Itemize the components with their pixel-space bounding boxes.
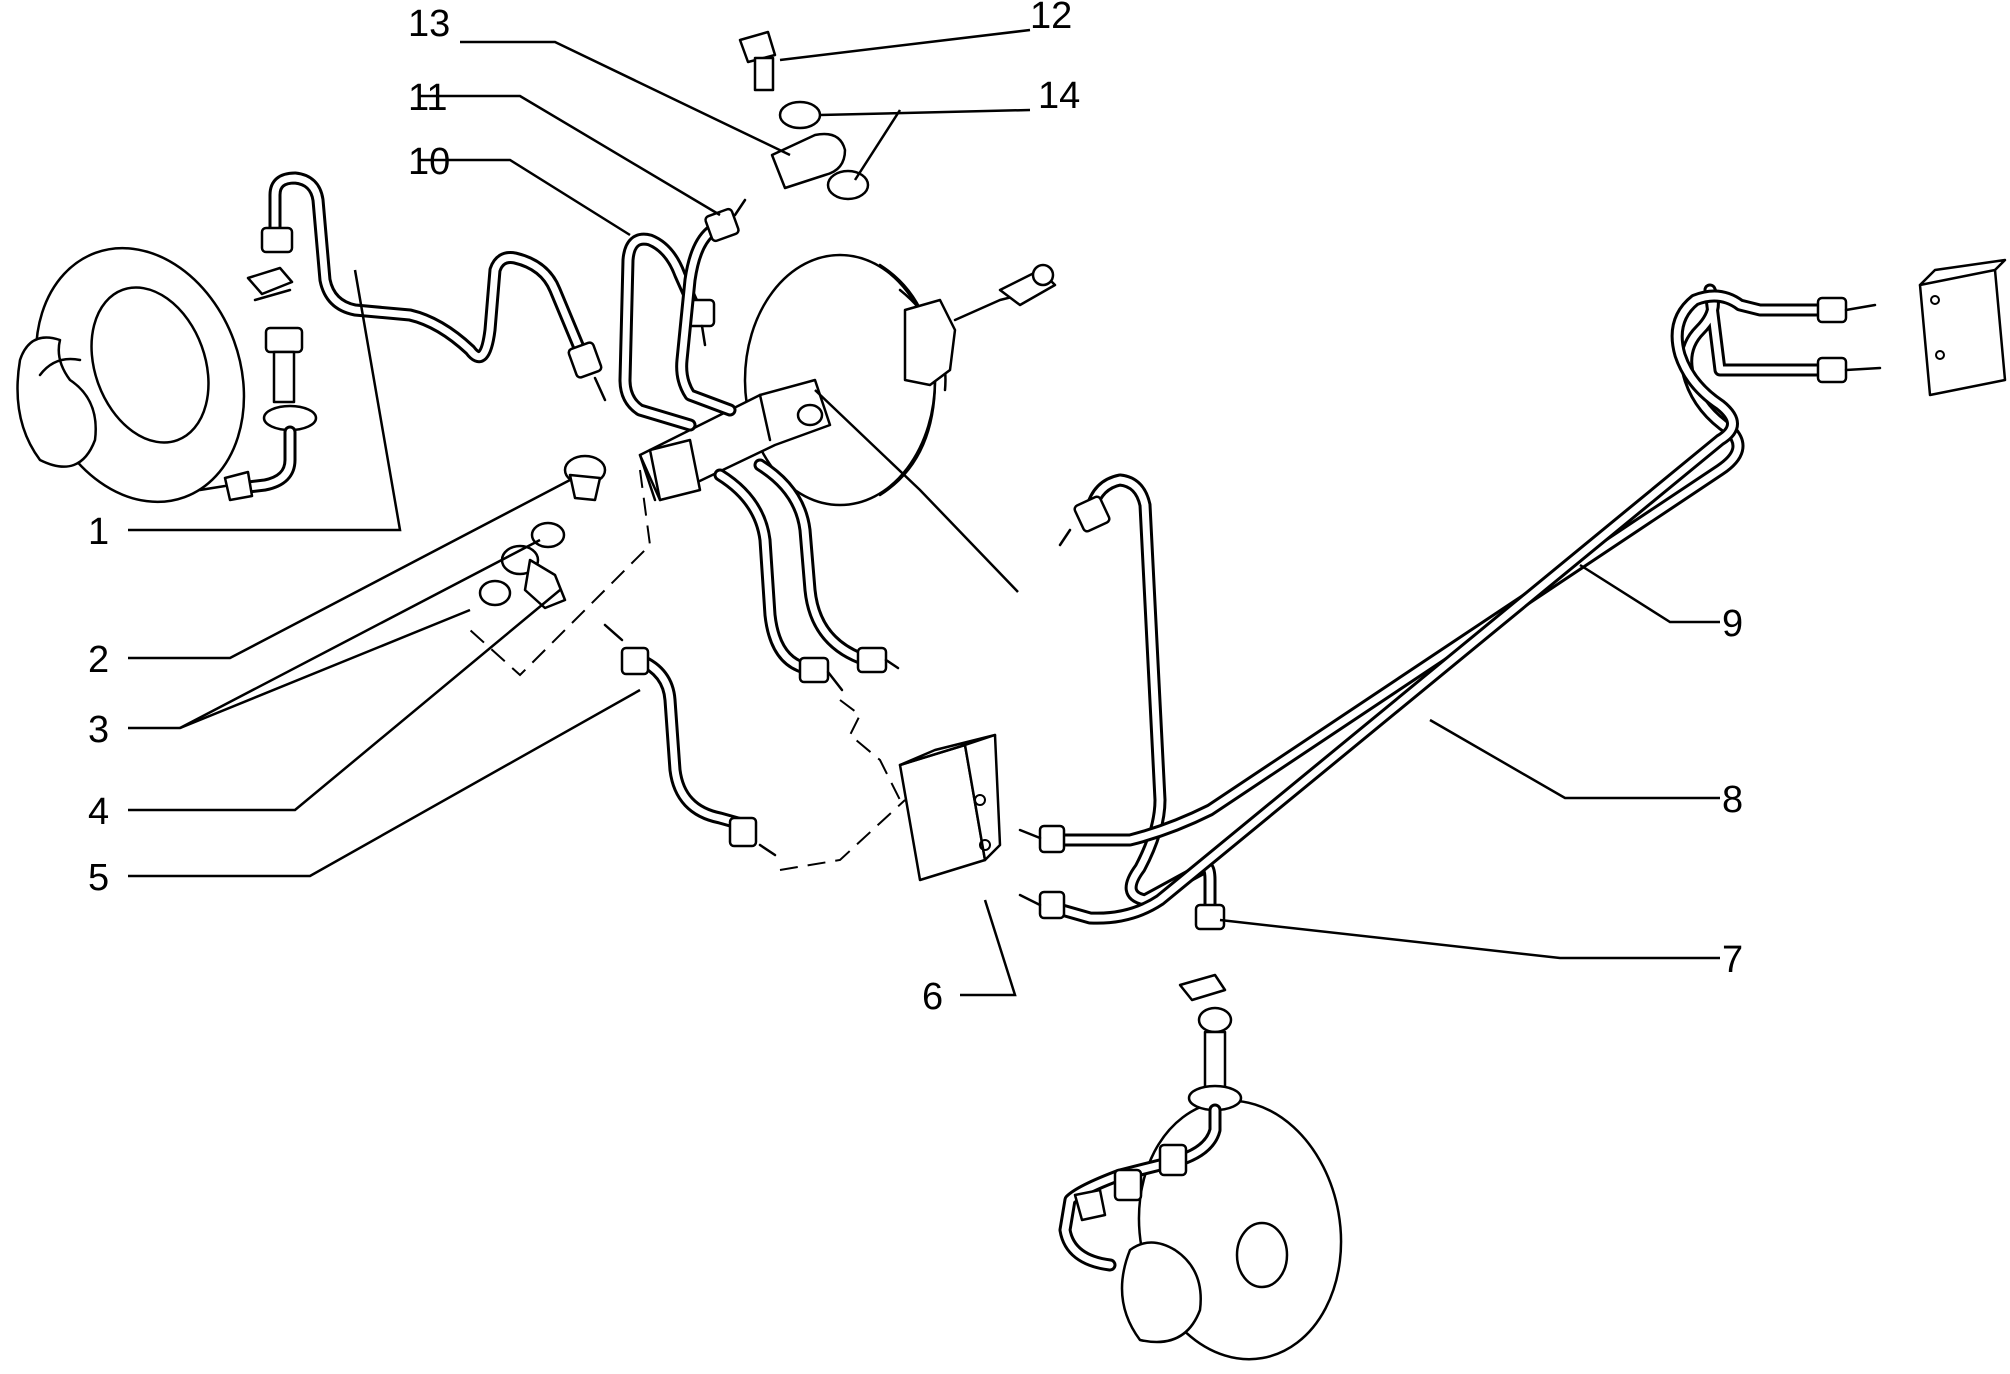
callout-14: 14 (1038, 75, 1080, 117)
pipe-11 (675, 198, 747, 417)
pipe-8 (1048, 283, 1827, 847)
leader-lines (128, 28, 1720, 997)
rear-block (1918, 258, 2007, 397)
dashed-guides (469, 469, 906, 871)
callout-4: 4 (88, 791, 109, 833)
callout-1: 1 (88, 511, 109, 553)
right-brake-disc (1120, 1099, 1343, 1361)
callout-2: 2 (88, 639, 109, 681)
pipe-5 (603, 623, 777, 857)
left-caliper-fitting (198, 266, 318, 502)
pipe-9 (1018, 289, 1882, 925)
master-cylinder (638, 378, 832, 502)
callout-7: 7 (1722, 939, 1743, 981)
callout-13: 13 (408, 3, 450, 45)
lower-pipes (713, 458, 900, 692)
callout-3: 3 (88, 709, 109, 751)
fittings-2-3-4 (478, 454, 607, 610)
callout-8: 8 (1722, 779, 1743, 821)
callout-12: 12 (1030, 0, 1072, 37)
callout-10: 10 (408, 141, 450, 183)
right-caliper-fitting (1058, 973, 1243, 1272)
callout-labels: 1 2 3 4 5 6 7 8 9 10 11 12 13 14 (88, 0, 1743, 1018)
pipe-1 (260, 171, 607, 402)
callout-9: 9 (1722, 603, 1743, 645)
callout-6: 6 (922, 976, 943, 1018)
left-brake-disc (16, 246, 246, 504)
callout-5: 5 (88, 857, 109, 899)
brake-booster (743, 253, 1057, 507)
callout-11: 11 (408, 77, 447, 119)
banjo-bolt-assembly (738, 30, 870, 201)
valve-block-6 (898, 733, 1002, 882)
